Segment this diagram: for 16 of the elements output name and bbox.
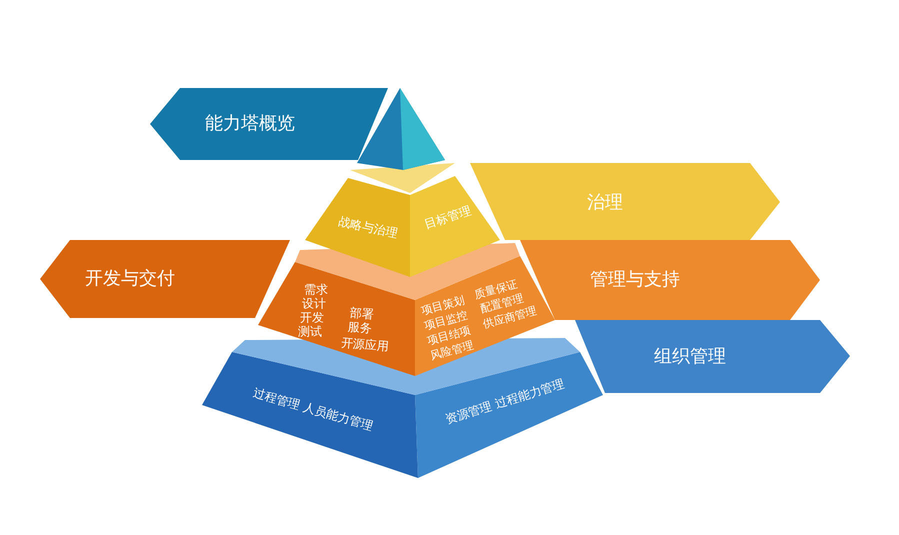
face-label: 部署 [349, 306, 375, 322]
face-label: 战略与治理 [337, 215, 399, 241]
face-label: 开发 [300, 311, 324, 325]
face-label: 过程管理 人员能力管理 [252, 386, 374, 434]
face-label: 需求 [304, 283, 328, 297]
face-label: 资源管理 过程能力管理 [444, 378, 566, 426]
face-label: 目标管理 [423, 204, 473, 232]
face-label: 服务 [347, 320, 373, 336]
banner-label: 能力塔概览 [205, 114, 295, 134]
banner-label: 治理 [587, 193, 623, 213]
banner-label: 组织管理 [654, 347, 726, 367]
banner-label: 管理与支持 [590, 270, 680, 290]
banner-label: 开发与交付 [85, 269, 175, 289]
face-label: 设计 [302, 297, 326, 311]
face-label: 测试 [298, 325, 322, 339]
face-label: 开源应用 [340, 336, 390, 354]
